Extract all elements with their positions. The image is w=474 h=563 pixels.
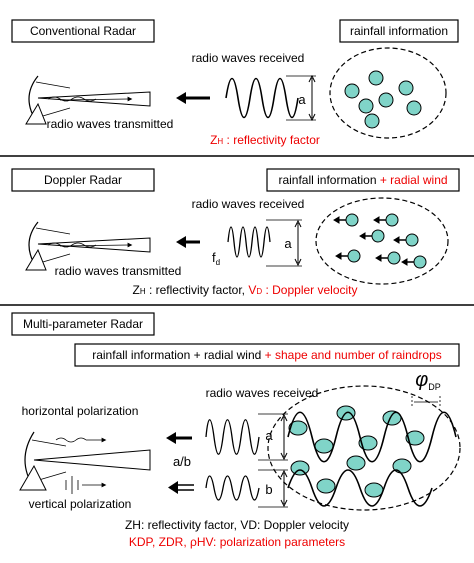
phase-symbol: φDP xyxy=(415,369,441,392)
doppler-wave xyxy=(227,226,271,258)
phase-phi: φ xyxy=(415,369,428,391)
phase-guides xyxy=(411,396,441,408)
moving-raindrops xyxy=(333,213,427,269)
rainfall-info-label: rainfall information xyxy=(350,24,448,38)
amplitude-label: a xyxy=(298,92,306,107)
doppler-info-black: rainfall information xyxy=(278,173,376,187)
multi-radar-title: Multi-parameter Radar xyxy=(23,317,143,331)
doppler-info-text: rainfall information + radial wind xyxy=(278,173,447,187)
amplitude-guides xyxy=(286,75,316,121)
doppler-caption-red: : Doppler velocity xyxy=(262,283,357,297)
horizontal-wave xyxy=(205,419,260,455)
radar-antenna-icon xyxy=(25,75,151,125)
doppler-caption-v-sub: D xyxy=(256,287,262,296)
cloud-wave-horizontal xyxy=(287,411,457,463)
multi-caption-1: ZH: reflectivity factor, VD: Doppler vel… xyxy=(125,518,349,532)
horizontal-return-arrowhead-icon xyxy=(166,432,176,444)
caption-z: Z xyxy=(210,133,217,147)
multi-antenna-icon xyxy=(19,431,151,494)
rainfall-info-box xyxy=(339,19,459,43)
multi-info-box xyxy=(74,343,460,367)
received-label: radio waves received xyxy=(192,51,305,65)
freq-f: f xyxy=(212,250,216,265)
multi-info-red: + shape and number of raindrops xyxy=(265,348,442,362)
conventional-radar-section: Conventional Radar rainfall information … xyxy=(0,19,474,157)
freq-d: d xyxy=(216,258,220,267)
doppler-rain-cloud xyxy=(315,197,449,285)
doppler-transmitted-label: radio waves transmitted xyxy=(55,264,182,278)
doppler-received-label: radio waves received xyxy=(192,197,305,211)
doppler-return-arrowhead-icon xyxy=(176,236,186,248)
multi-parameter-radar-section: Multi-parameter Radar rainfall informati… xyxy=(11,312,461,549)
doppler-amplitude-guides xyxy=(266,219,302,267)
amplitude-a-label: a xyxy=(265,428,273,443)
raindrops xyxy=(344,70,422,129)
caption-reflectivity-text: : reflectivity factor xyxy=(223,133,320,147)
doppler-radar-title-box xyxy=(11,168,155,192)
doppler-caption-z: Z xyxy=(133,283,140,297)
doppler-caption-black: : reflectivity factor, xyxy=(146,283,249,297)
doppler-frequency-label: fd xyxy=(212,250,220,267)
received-wave xyxy=(225,77,299,119)
reflectivity-caption: ZH : reflectivity factor xyxy=(210,133,320,147)
ratio-label: a/b xyxy=(173,454,191,469)
multi-received-label: radio waves received xyxy=(206,386,319,400)
transmitted-label: radio waves transmitted xyxy=(47,117,174,131)
vertical-wave xyxy=(205,475,260,501)
return-arrowhead-icon xyxy=(176,92,186,104)
rain-cloud xyxy=(329,47,447,139)
multi-radar-title-box xyxy=(11,312,155,336)
doppler-antenna-icon xyxy=(25,221,151,271)
multi-caption-2: KDP, ZDR, ρHV: polarization parameters xyxy=(129,535,345,549)
multi-amplitude-guides xyxy=(258,413,288,508)
doppler-info-red: + radial wind xyxy=(377,173,448,187)
conventional-radar-title-box xyxy=(11,19,155,43)
cloud-wave-vertical xyxy=(287,469,433,507)
doppler-radar-title: Doppler Radar xyxy=(44,173,122,187)
doppler-amplitude-label: a xyxy=(284,236,292,251)
doppler-info-box xyxy=(266,168,460,192)
amplitude-b-label: b xyxy=(265,482,272,497)
conventional-radar-title: Conventional Radar xyxy=(30,24,136,38)
multi-info-text: rainfall information + radial wind + sha… xyxy=(92,348,442,362)
multi-info-black: rainfall information + radial wind xyxy=(92,348,264,362)
doppler-caption-z-sub: H xyxy=(140,287,146,296)
flattened-raindrops xyxy=(288,405,425,498)
doppler-caption-v: V xyxy=(248,283,256,297)
vertical-return-arrowhead-icon xyxy=(168,481,178,494)
multi-rain-cloud xyxy=(267,385,461,511)
phase-sub: DP xyxy=(428,382,441,392)
caption-z-sub: H xyxy=(217,137,223,146)
doppler-caption: ZH : reflectivity factor, VD : Doppler v… xyxy=(133,283,358,297)
horizontal-polarization-label: horizontal polarization xyxy=(22,404,139,418)
doppler-radar-section: Doppler Radar rainfall information + rad… xyxy=(0,168,474,306)
vertical-polarization-label: vertical polarization xyxy=(29,497,132,511)
